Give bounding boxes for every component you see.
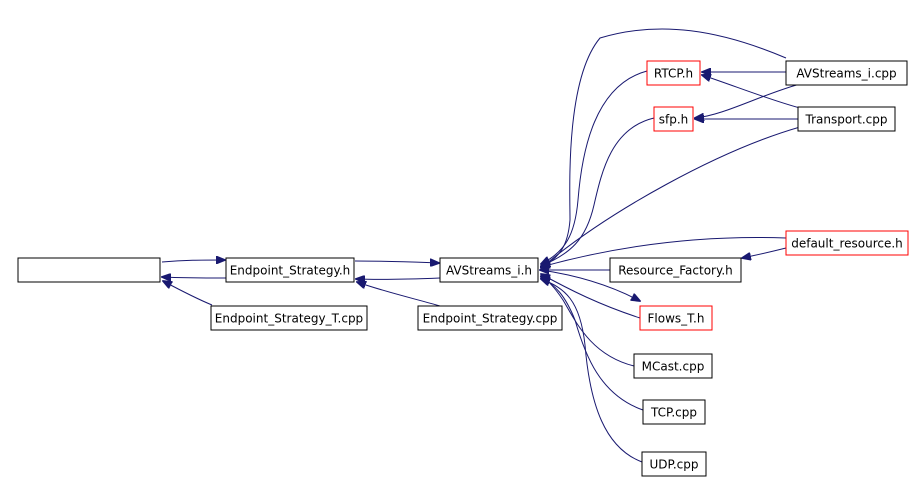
node-box (653, 106, 694, 132)
node-box (210, 305, 368, 331)
node-endpoint-strategy-t-h[interactable]: Endpoint_Strategy_T.h (17, 257, 161, 283)
node-label: AVStreams_i.cpp (796, 67, 896, 81)
edge-endpoint-strategy-h-to-endpoint-strategy-t-h (162, 277, 227, 278)
node-tcp-cpp[interactable]: TCP.cpp (642, 399, 706, 425)
node-box (439, 257, 539, 283)
edge-default-resource-h-to-avstreams-i-h (541, 236, 787, 267)
node-avstreams-i-h[interactable]: AVStreams_i.h (439, 257, 539, 283)
node-box (17, 257, 161, 283)
nodes-layer: Endpoint_Strategy_T.h Endpoint_Strategy.h… (17, 60, 909, 477)
node-label: default_resource.h (791, 237, 903, 251)
node-sfp-h[interactable]: sfp.h (653, 106, 694, 132)
edge-default-resource-h-to-resource-factory-h (742, 247, 787, 258)
edge-endpoint-strategy-t-h-to-endpoint-strategy-h (161, 260, 225, 262)
node-label: sfp.h (659, 113, 689, 127)
node-box (642, 399, 706, 425)
node-box (609, 257, 742, 283)
node-label: Resource_Factory.h (618, 264, 733, 278)
edge-endpoint-strategy-h-to-avstreams-i-h (354, 261, 439, 263)
edge-endpoint-strategy-cpp-to-endpoint-strategy-h (357, 282, 441, 307)
edge-transport-cpp-to-avstreams-i-h (541, 126, 801, 268)
node-udp-cpp[interactable]: UDP.cpp (641, 451, 707, 477)
edges-layer (161, 28, 801, 463)
node-resource-factory-h[interactable]: Resource_Factory.h (609, 257, 742, 283)
edge-tcp-cpp-to-avstreams-i-h (541, 277, 644, 411)
edge-avstreams-i-h-to-flows-t-h (540, 269, 640, 301)
node-mcast-cpp[interactable]: MCast.cpp (633, 353, 713, 379)
node-endpoint-strategy-h[interactable]: Endpoint_Strategy.h (225, 257, 355, 283)
node-box (785, 60, 908, 86)
node-avstreams-i-cpp[interactable]: AVStreams_i.cpp (785, 60, 908, 86)
node-endpoint-strategy-cpp[interactable]: Endpoint_Strategy.cpp (417, 305, 563, 331)
node-box (785, 230, 909, 256)
node-rtcp-h[interactable]: RTCP.h (646, 60, 701, 86)
node-label: Transport.cpp (805, 113, 888, 127)
node-label: Endpoint_Strategy.h (230, 264, 351, 278)
node-label: AVStreams_i.h (446, 264, 532, 278)
edge-avstreams-i-cpp-to-avstreams-i-h (541, 28, 787, 267)
edge-avstreams-i-h-to-endpoint-strategy-h (356, 278, 441, 279)
edge-sfp-h-to-avstreams-i-h (541, 117, 655, 266)
node-label: Flows_T.h (648, 312, 705, 326)
edge-endpoint-strategy-t-cpp-to-endpoint-strategy-t-h (163, 281, 213, 306)
node-box (225, 257, 355, 283)
node-label: MCast.cpp (642, 360, 705, 374)
edge-rtcp-h-to-avstreams-i-h (541, 70, 648, 264)
edge-udp-cpp-to-avstreams-i-h (541, 279, 643, 463)
node-box (646, 60, 701, 86)
node-box (417, 305, 563, 331)
node-box (639, 305, 713, 331)
node-label: Endpoint_Strategy.cpp (423, 312, 558, 326)
node-default-resource-h[interactable]: default_resource.h (785, 230, 909, 256)
node-box (633, 353, 713, 379)
node-box (641, 451, 707, 477)
node-transport-cpp[interactable]: Transport.cpp (797, 106, 896, 132)
node-endpoint-strategy-t-cpp[interactable]: Endpoint_Strategy_T.cpp (210, 305, 368, 331)
node-label: Endpoint_Strategy_T.h (22, 264, 156, 278)
edge-avstreams-i-cpp-to-sfp-h (695, 83, 801, 118)
edge-transport-cpp-to-rtcp-h (702, 75, 801, 109)
node-label: RTCP.h (654, 67, 693, 81)
node-label: Endpoint_Strategy_T.cpp (215, 312, 363, 326)
node-box (797, 106, 896, 132)
node-label: TCP.cpp (650, 406, 697, 420)
node-flows-t-h[interactable]: Flows_T.h (639, 305, 713, 331)
node-label: UDP.cpp (649, 458, 698, 472)
